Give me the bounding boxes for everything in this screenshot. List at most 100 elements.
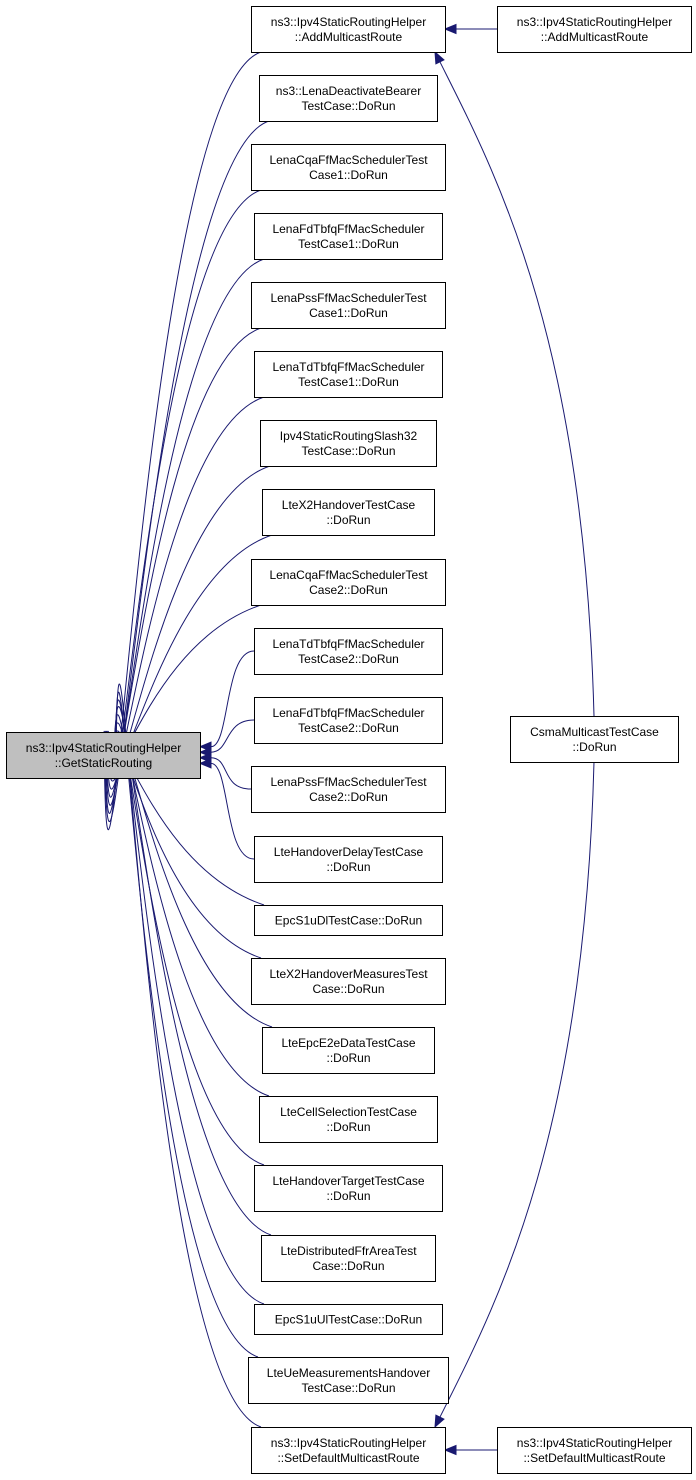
node-box xyxy=(259,1096,438,1143)
node-box xyxy=(261,1235,436,1282)
node-label-line: TestCase::DoRun xyxy=(301,1381,395,1395)
node-box xyxy=(254,351,443,398)
edge-pss2-to-root xyxy=(210,757,252,790)
node-label-line: LteUeMeasurementsHandover xyxy=(267,1366,430,1380)
node-box xyxy=(259,75,438,122)
edge-addmc2-to-addmc1-arrowhead xyxy=(443,23,457,35)
node-box xyxy=(254,697,443,744)
edge-deact-to-root xyxy=(104,120,270,823)
node-addmc1[interactable]: ns3::Ipv4StaticRoutingHelper::AddMultica… xyxy=(251,6,446,53)
node-s1udl[interactable]: EpcS1uDlTestCase::DoRun xyxy=(254,905,443,936)
node-box xyxy=(251,766,446,813)
node-label-line: LenaPssFfMacSchedulerTest xyxy=(270,291,427,305)
edge-hodelay-to-root xyxy=(210,762,255,860)
node-label-line: TestCase::DoRun xyxy=(301,444,395,458)
node-x2ho[interactable]: LteX2HandoverTestCase::DoRun xyxy=(262,489,435,536)
node-label-line: LteDistributedFfrAreaTest xyxy=(280,1244,417,1258)
node-e2e[interactable]: LteEpcE2eDataTestCase::DoRun xyxy=(262,1027,435,1074)
node-cellsel[interactable]: LteCellSelectionTestCase::DoRun xyxy=(259,1096,438,1143)
node-box xyxy=(251,559,446,606)
node-box xyxy=(254,1304,443,1335)
edge-setdef2-to-setdef1-arrowhead xyxy=(443,1444,457,1456)
node-setdef2[interactable]: ns3::Ipv4StaticRoutingHelper::SetDefault… xyxy=(497,1427,692,1474)
node-label-line: Case1::DoRun xyxy=(309,168,388,182)
node-box xyxy=(254,1165,443,1212)
node-root[interactable]: ns3::Ipv4StaticRoutingHelper::GetStaticR… xyxy=(6,732,201,779)
edge-csma-to-addmc1-arrowhead xyxy=(434,50,445,65)
node-label-line: LenaTdTbfqFfMacScheduler xyxy=(272,637,424,651)
node-label-line: LenaCqaFfMacSchedulerTest xyxy=(269,568,428,582)
node-label-line: Case::DoRun xyxy=(312,982,384,996)
node-label-line: ns3::Ipv4StaticRoutingHelper xyxy=(517,15,672,29)
node-label-line: LenaCqaFfMacSchedulerTest xyxy=(269,153,428,167)
edge-ffrarea-to-root xyxy=(113,706,272,1236)
node-box xyxy=(497,6,692,53)
node-label-line: ns3::Ipv4StaticRoutingHelper xyxy=(271,1436,426,1450)
edge-tdtb2-to-root xyxy=(210,650,255,748)
node-box xyxy=(251,6,446,53)
node-box xyxy=(262,489,435,536)
node-label-line: ::DoRun xyxy=(572,740,616,754)
node-label-line: TestCase::DoRun xyxy=(301,99,395,113)
edge-pss1-to-root xyxy=(105,327,262,798)
edge-fdtb2-to-root xyxy=(210,719,255,753)
node-box xyxy=(260,420,437,467)
edge-tdtb1-to-root xyxy=(106,396,265,790)
node-label-line: ::SetDefaultMulticastRoute xyxy=(277,1451,419,1465)
node-box xyxy=(254,836,443,883)
node-label-line: EpcS1uUlTestCase::DoRun xyxy=(275,1313,422,1327)
node-label-line: LteX2HandoverMeasuresTest xyxy=(269,967,428,981)
node-label-line: LenaPssFfMacSchedulerTest xyxy=(270,775,427,789)
node-label-line: EpcS1uDlTestCase::DoRun xyxy=(275,914,422,928)
node-label-line: Case1::DoRun xyxy=(309,306,388,320)
node-label-line: LteCellSelectionTestCase xyxy=(280,1105,417,1119)
edge-csma-to-setdef1-arrowhead xyxy=(434,1414,445,1429)
edge-csma-to-addmc1 xyxy=(439,61,595,717)
node-box xyxy=(262,1027,435,1074)
node-box xyxy=(254,213,443,260)
node-label-line: Case::DoRun xyxy=(312,1259,384,1273)
node-box xyxy=(251,282,446,329)
node-label-line: ::DoRun xyxy=(326,1120,370,1134)
node-csma[interactable]: CsmaMulticastTestCase::DoRun xyxy=(510,716,679,763)
node-label-line: ns3::Ipv4StaticRoutingHelper xyxy=(271,15,426,29)
node-hotarget[interactable]: LteHandoverTargetTestCase::DoRun xyxy=(254,1165,443,1212)
node-label-line: Ipv4StaticRoutingSlash32 xyxy=(280,429,418,443)
node-s1uul[interactable]: EpcS1uUlTestCase::DoRun xyxy=(254,1304,443,1335)
node-box xyxy=(251,1427,446,1474)
node-label-line: Case2::DoRun xyxy=(309,790,388,804)
node-label-line: ns3::Ipv4StaticRoutingHelper xyxy=(26,741,181,755)
node-label-line: ::DoRun xyxy=(326,513,370,527)
node-label-line: ::GetStaticRouting xyxy=(55,756,152,770)
node-label-line: Case2::DoRun xyxy=(309,583,388,597)
edge-slash32-to-root xyxy=(107,465,271,782)
node-addmc2[interactable]: ns3::Ipv4StaticRoutingHelper::AddMultica… xyxy=(497,6,692,53)
node-label-line: ::DoRun xyxy=(326,1051,370,1065)
node-box xyxy=(251,958,446,1005)
node-label-line: LteX2HandoverTestCase xyxy=(282,498,416,512)
edge-uemeas-to-root xyxy=(114,691,259,1358)
node-setdef1[interactable]: ns3::Ipv4StaticRoutingHelper::SetDefault… xyxy=(251,1427,446,1474)
node-label-line: LteEpcE2eDataTestCase xyxy=(281,1036,415,1050)
edge-s1uul-to-root xyxy=(114,699,265,1305)
node-label-line: TestCase1::DoRun xyxy=(298,237,399,251)
node-box xyxy=(254,905,443,936)
node-label-line: LteHandoverTargetTestCase xyxy=(272,1174,424,1188)
node-hodelay[interactable]: LteHandoverDelayTestCase::DoRun xyxy=(254,836,443,883)
node-box xyxy=(251,144,446,191)
node-label-line: ns3::LenaDeactivateBearer xyxy=(276,84,421,98)
